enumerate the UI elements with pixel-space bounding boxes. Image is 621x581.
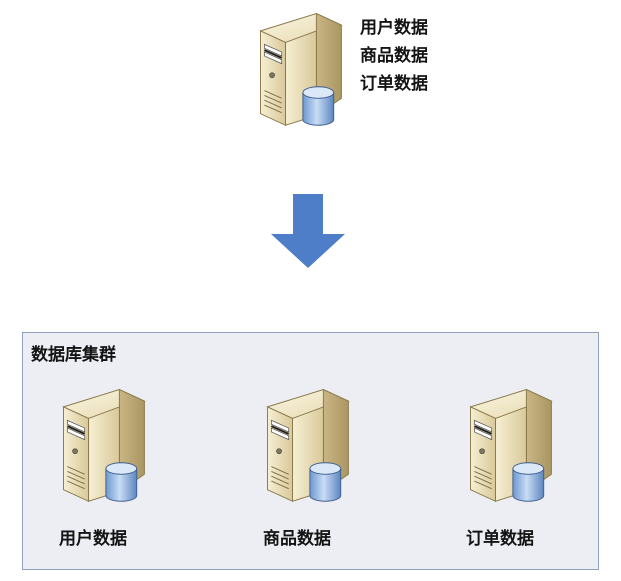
server-icon xyxy=(252,378,362,508)
top-label-order-data: 订单数据 xyxy=(360,74,428,94)
down-arrow-icon xyxy=(269,194,347,268)
server-icon xyxy=(455,378,565,508)
cluster-node-label-user-data: 用户数据 xyxy=(59,529,127,549)
server-icon xyxy=(245,2,355,132)
top-server-labels: 用户数据 商品数据 订单数据 xyxy=(360,14,470,98)
cluster-node-label-product-data: 商品数据 xyxy=(263,529,331,549)
database-icon xyxy=(266,388,350,503)
top-label-product-data: 商品数据 xyxy=(360,46,428,66)
cluster-title: 数据库集群 xyxy=(31,345,116,365)
cluster-node-label-order-data: 订单数据 xyxy=(466,529,534,549)
database-icon xyxy=(259,12,343,127)
server-icon xyxy=(48,378,158,508)
database-icon xyxy=(62,388,146,503)
top-label-user-data: 用户数据 xyxy=(360,18,428,38)
database-icon xyxy=(469,388,553,503)
